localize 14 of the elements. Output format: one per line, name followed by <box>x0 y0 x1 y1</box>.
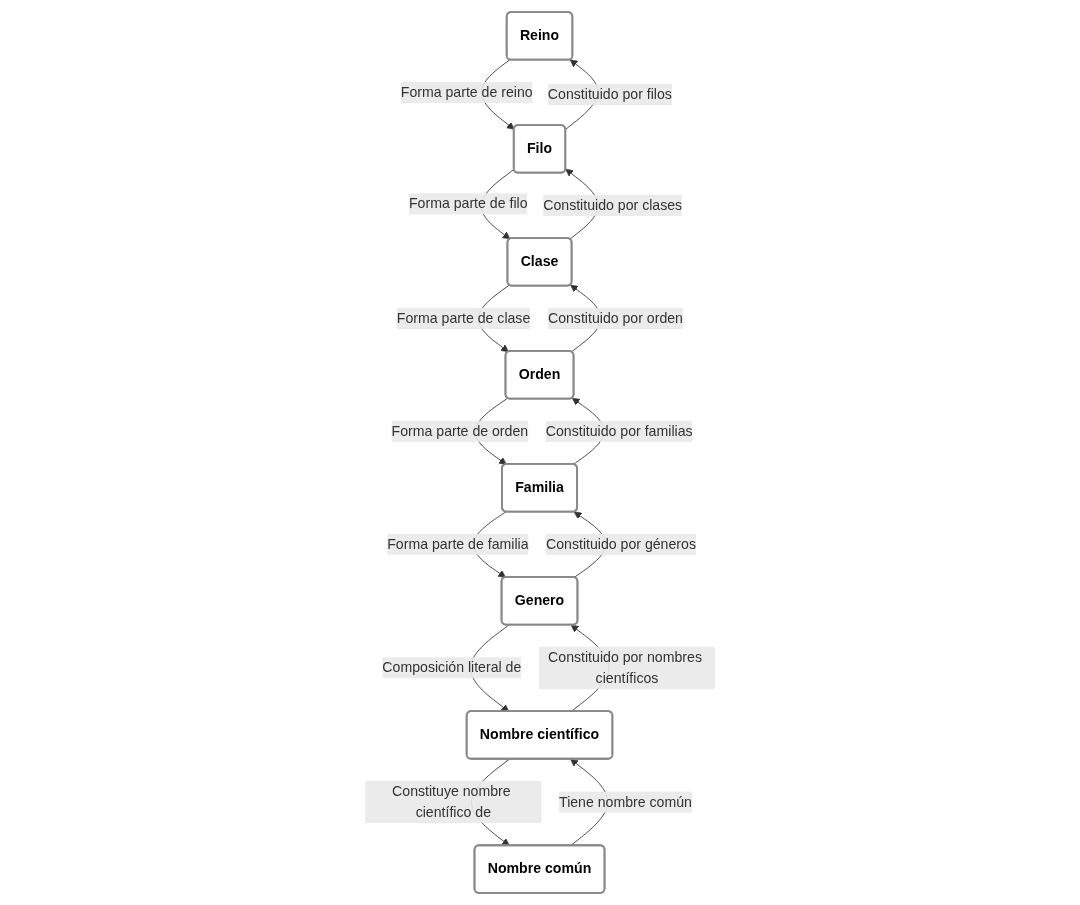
edge-label: Forma parte de orden <box>391 423 528 439</box>
edge-label: Constituido por familias <box>545 423 693 439</box>
edge-label: Constituido por géneros <box>545 536 696 552</box>
edge-label: Constituido por nombres científicos <box>547 649 702 686</box>
edge-label: Constituye nombre científico de <box>391 783 511 820</box>
edge-label: Forma parte de reino <box>400 84 533 100</box>
edge-label: Forma parte de clase <box>396 310 531 326</box>
edge-label: Forma parte de filo <box>408 195 528 211</box>
edge-label: Composición literal de <box>382 659 522 675</box>
edge-label: Forma parte de familia <box>387 536 529 552</box>
edge-label: Constituido por clases <box>543 197 683 213</box>
edge-label: Constituido por filos <box>547 86 672 102</box>
edge-label: Constituido por orden <box>547 310 683 326</box>
edge-label: Tiene nombre común <box>558 794 692 810</box>
